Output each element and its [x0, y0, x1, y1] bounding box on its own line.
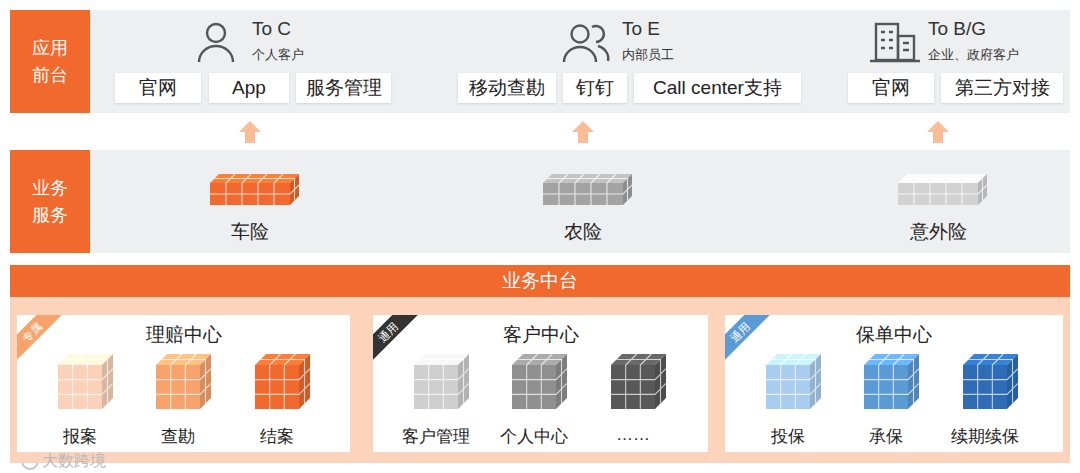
audience-name: 内部员工	[622, 46, 674, 64]
channel-box: 官网	[115, 73, 201, 103]
channel-name: 服务管理	[306, 75, 382, 101]
box-grid	[58, 354, 113, 409]
box-grid	[414, 354, 469, 409]
channel-box: Call center支持	[634, 73, 801, 103]
channel-box: App	[209, 73, 289, 103]
module-name: 续期续保	[951, 425, 1019, 448]
channel-box: 移动查勘	[458, 73, 556, 103]
building-icon	[876, 24, 898, 60]
box-front	[156, 365, 200, 409]
module-cube	[58, 354, 113, 409]
group-icon	[564, 47, 596, 62]
channel-box: 服务管理	[296, 73, 391, 103]
module-cube	[864, 354, 919, 409]
box-grid	[543, 174, 632, 205]
group-icon	[572, 26, 589, 43]
box-front	[414, 365, 458, 409]
up-arrow	[572, 121, 594, 143]
channel-name: 移动查勘	[469, 75, 545, 101]
band-title: 应用 前台	[31, 35, 69, 89]
module-name: 查勘	[161, 425, 195, 448]
module-cube	[255, 354, 310, 409]
audience-name: 企业、政府客户	[928, 46, 1019, 64]
box-front	[255, 365, 299, 409]
center-title: 客户中心	[373, 322, 708, 348]
module-name: 客户管理	[402, 425, 470, 448]
center-title: 理赔中心	[17, 322, 350, 348]
audience-name: 个人客户	[252, 46, 304, 64]
center-panel: 理赔中心报案 查勘 结案 专属	[17, 315, 350, 452]
up-arrow	[239, 121, 261, 143]
module-name: ……	[616, 425, 650, 445]
box-grid	[864, 354, 919, 409]
module-cube	[414, 354, 469, 409]
channel-box: 钉钉	[563, 73, 627, 103]
channel-name: 官网	[139, 75, 177, 101]
channel-name: Call center支持	[653, 75, 782, 101]
band-title: 业务 服务	[31, 175, 69, 229]
audience-icons	[199, 24, 920, 62]
group-icon	[592, 26, 608, 61]
building-icon	[870, 32, 920, 61]
audience-code: To E	[622, 18, 660, 40]
box-grid	[963, 354, 1018, 409]
building-icon	[898, 36, 914, 60]
watermark: 大数跨境	[42, 451, 106, 472]
service-icon	[543, 174, 632, 205]
up-arrow	[927, 121, 949, 143]
box-front	[963, 365, 1007, 409]
box-grid	[512, 354, 567, 409]
module-cube	[611, 354, 666, 409]
person-icon	[207, 24, 225, 42]
box-grid	[156, 354, 211, 409]
box-front	[766, 365, 810, 409]
module-cube	[512, 354, 567, 409]
module-name: 结案	[260, 425, 294, 448]
channel-box: 第三方对接	[941, 73, 1063, 103]
platform-title: 业务中台	[10, 265, 1070, 297]
box-front	[512, 365, 556, 409]
service-icon	[210, 174, 299, 205]
center-panel: 客户中心客户管理 个人中心 …… 通用	[373, 315, 708, 452]
box-grid	[255, 354, 310, 409]
module-name: 报案	[63, 425, 97, 448]
audience-code: To C	[252, 18, 291, 40]
box-front	[864, 365, 908, 409]
service-icon	[898, 174, 987, 205]
service-band	[10, 150, 1070, 253]
box-front	[58, 365, 102, 409]
box-grid	[766, 354, 821, 409]
module-name: 个人中心	[500, 425, 568, 448]
app-band	[10, 10, 1070, 113]
module-name: 投保	[771, 425, 805, 448]
center-panel: 保单中心投保 承保 续期续保 通用	[725, 315, 1063, 452]
module-cube	[156, 354, 211, 409]
box-front	[611, 365, 655, 409]
box-grid	[898, 174, 987, 205]
channel-name: 第三方对接	[955, 75, 1050, 101]
person-icon	[199, 46, 233, 62]
ribbon-tag: 通用	[373, 315, 421, 365]
module-cube	[766, 354, 821, 409]
ribbon-tag: 专属	[17, 315, 65, 365]
ribbon-tag: 通用	[725, 315, 773, 365]
channel-name: 官网	[872, 75, 910, 101]
center-title: 保单中心	[725, 322, 1063, 348]
service-name: 车险	[231, 219, 269, 245]
module-cube	[963, 354, 1018, 409]
audience-code: To B/G	[928, 18, 986, 40]
service-name: 农险	[564, 219, 602, 245]
band-label: 业务 服务	[10, 150, 90, 253]
band-label: 应用 前台	[10, 10, 90, 113]
box-grid	[210, 174, 299, 205]
service-name: 意外险	[910, 219, 967, 245]
channel-name: App	[232, 77, 266, 99]
middle-platform: 业务中台理赔中心报案查勘结案专属客户中心客户管理个人中心……通用保单中心投保承保…	[10, 265, 1070, 463]
channel-name: 钉钉	[576, 75, 614, 101]
channel-box: 官网	[848, 73, 934, 103]
module-name: 承保	[869, 425, 903, 448]
box-grid	[611, 354, 666, 409]
